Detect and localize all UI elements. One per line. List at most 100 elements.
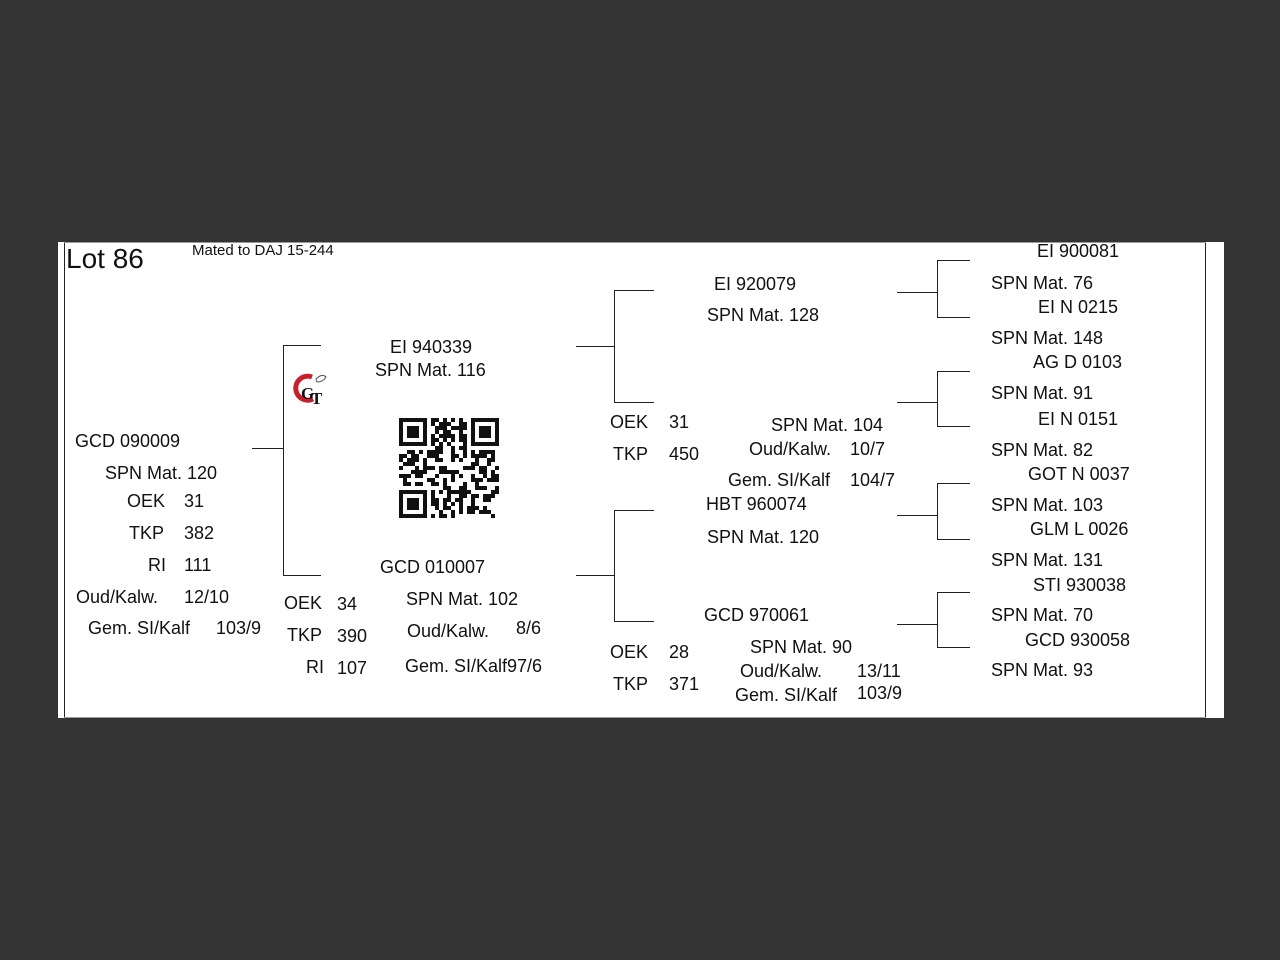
bracket-line (614, 510, 615, 621)
animal-oud-value: 12/10 (184, 587, 230, 607)
svg-text:G: G (301, 384, 314, 403)
bracket-line (614, 290, 654, 291)
ss-id: EI 920079 (714, 274, 797, 294)
bracket-line (937, 371, 938, 426)
gen4-id-5: GOT N 0037 (1028, 464, 1130, 484)
bracket-line (937, 592, 970, 593)
gen4-spn-2: SPN Mat. 148 (991, 328, 1104, 348)
dd-oud-value: 13/11 (857, 661, 901, 681)
sire-oud-value: 10/7 (850, 439, 886, 459)
bracket-line (897, 515, 937, 516)
bracket-line (937, 371, 970, 372)
dd-gem-value: 103/9 (857, 683, 903, 703)
dam-tkp-label: TKP (287, 625, 323, 645)
bracket-line (576, 575, 614, 576)
bracket-line (614, 402, 654, 403)
dam-oek-label: OEK (284, 593, 323, 613)
sire-gem-label: Gem. SI/Kalf (728, 470, 831, 490)
gen4-spn-5: SPN Mat. 103 (991, 495, 1104, 515)
dam-oek-value: 34 (337, 594, 358, 614)
sire-spn: SPN Mat. 116 (375, 360, 486, 380)
gen4-id-4: EI N 0151 (1038, 409, 1119, 429)
dd-oek-label: OEK (610, 642, 649, 662)
lot-label: Lot 86 (66, 243, 144, 274)
ss-spn: SPN Mat. 128 (707, 305, 820, 325)
dd-tkp-label: TKP (613, 674, 649, 694)
dam-ri-value: 107 (337, 658, 368, 678)
sire-tkp-value: 450 (669, 444, 700, 464)
sire-spn-2: SPN Mat. 104 (771, 415, 884, 435)
animal-oek-label: OEK (127, 491, 166, 511)
qr-code-icon (399, 418, 499, 518)
ds-spn: SPN Mat. 120 (707, 527, 820, 547)
dam-tkp-value: 390 (337, 626, 368, 646)
dd-oud-label: Oud/Kalw. (740, 661, 823, 681)
bracket-line (937, 592, 938, 647)
gen4-spn-3: SPN Mat. 91 (991, 383, 1094, 403)
gen4-spn-4: SPN Mat. 82 (991, 440, 1094, 460)
bracket-line (283, 575, 321, 576)
card-border-top (64, 242, 1206, 243)
bracket-line (576, 346, 614, 347)
animal-spn: SPN Mat. 120 (105, 463, 218, 483)
bracket-line (283, 345, 321, 346)
bracket-line (614, 510, 654, 511)
sire-id: EI 940339 (390, 337, 473, 357)
gen4-id-3: AG D 0103 (1033, 352, 1123, 372)
gen4-id-1: EI 900081 (1037, 241, 1120, 261)
card-border-left (64, 242, 65, 718)
sire-oek-value: 31 (669, 412, 690, 432)
gen4-id-7: STI 930038 (1033, 575, 1127, 595)
bracket-line (283, 345, 284, 575)
animal-ri-value: 111 (184, 555, 212, 575)
dd-gem-label: Gem. SI/Kalf (735, 685, 838, 705)
dam-spn: SPN Mat. 102 (406, 589, 519, 609)
animal-gem-label: Gem. SI/Kalf (88, 618, 191, 638)
sire-oud-label: Oud/Kalw. (749, 439, 832, 459)
animal-id: GCD 090009 (75, 431, 181, 451)
bracket-line (937, 426, 970, 427)
bracket-line (937, 483, 938, 539)
bracket-line (937, 317, 970, 318)
gen4-id-8: GCD 930058 (1025, 630, 1131, 650)
mated-to-label: Mated to DAJ 15-244 (192, 242, 334, 259)
bracket-line (937, 647, 970, 648)
dam-oud-label: Oud/Kalw. (407, 621, 490, 641)
dd-id: GCD 970061 (704, 605, 810, 625)
gt-logo-icon: G T (293, 373, 327, 408)
card-border-bottom (64, 717, 1206, 718)
dam-id: GCD 010007 (380, 557, 486, 577)
dam-oud-value: 8/6 (516, 618, 542, 638)
bracket-line (937, 483, 970, 484)
bracket-line (897, 292, 937, 293)
bracket-line (937, 260, 970, 261)
bracket-line (614, 290, 615, 402)
bracket-line (614, 621, 654, 622)
sire-gem-value: 104/7 (850, 470, 896, 490)
pedigree-card: Lot 86 Mated to DAJ 15-244 GCD 090009 SP… (58, 241, 1224, 718)
bracket-line (937, 539, 970, 540)
animal-ri-label: RI (148, 555, 166, 575)
sire-oek-label: OEK (610, 412, 649, 432)
animal-oud-label: Oud/Kalw. (76, 587, 159, 607)
ds-id: HBT 960074 (706, 494, 807, 514)
sire-tkp-label: TKP (613, 444, 649, 464)
dd-spn: SPN Mat. 90 (750, 637, 853, 657)
dam-ri-label: RI (306, 657, 324, 677)
bracket-line (937, 260, 938, 317)
gen4-spn-1: SPN Mat. 76 (991, 273, 1094, 293)
gen4-id-6: GLM L 0026 (1030, 519, 1129, 539)
bracket-line (252, 448, 283, 449)
bracket-line (897, 402, 937, 403)
gen4-spn-8: SPN Mat. 93 (991, 660, 1094, 680)
dam-gem-text: Gem. SI/Kalf97/6 (405, 656, 543, 676)
svg-text:T: T (311, 389, 323, 408)
gen4-id-2: EI N 0215 (1038, 297, 1119, 317)
animal-oek-value: 31 (184, 491, 205, 511)
gen4-spn-7: SPN Mat. 70 (991, 605, 1094, 625)
dd-tkp-value: 371 (669, 674, 700, 694)
bracket-line (897, 624, 937, 625)
gen4-spn-6: SPN Mat. 131 (991, 550, 1104, 570)
dd-oek-value: 28 (669, 642, 690, 662)
animal-tkp-value: 382 (184, 523, 215, 543)
